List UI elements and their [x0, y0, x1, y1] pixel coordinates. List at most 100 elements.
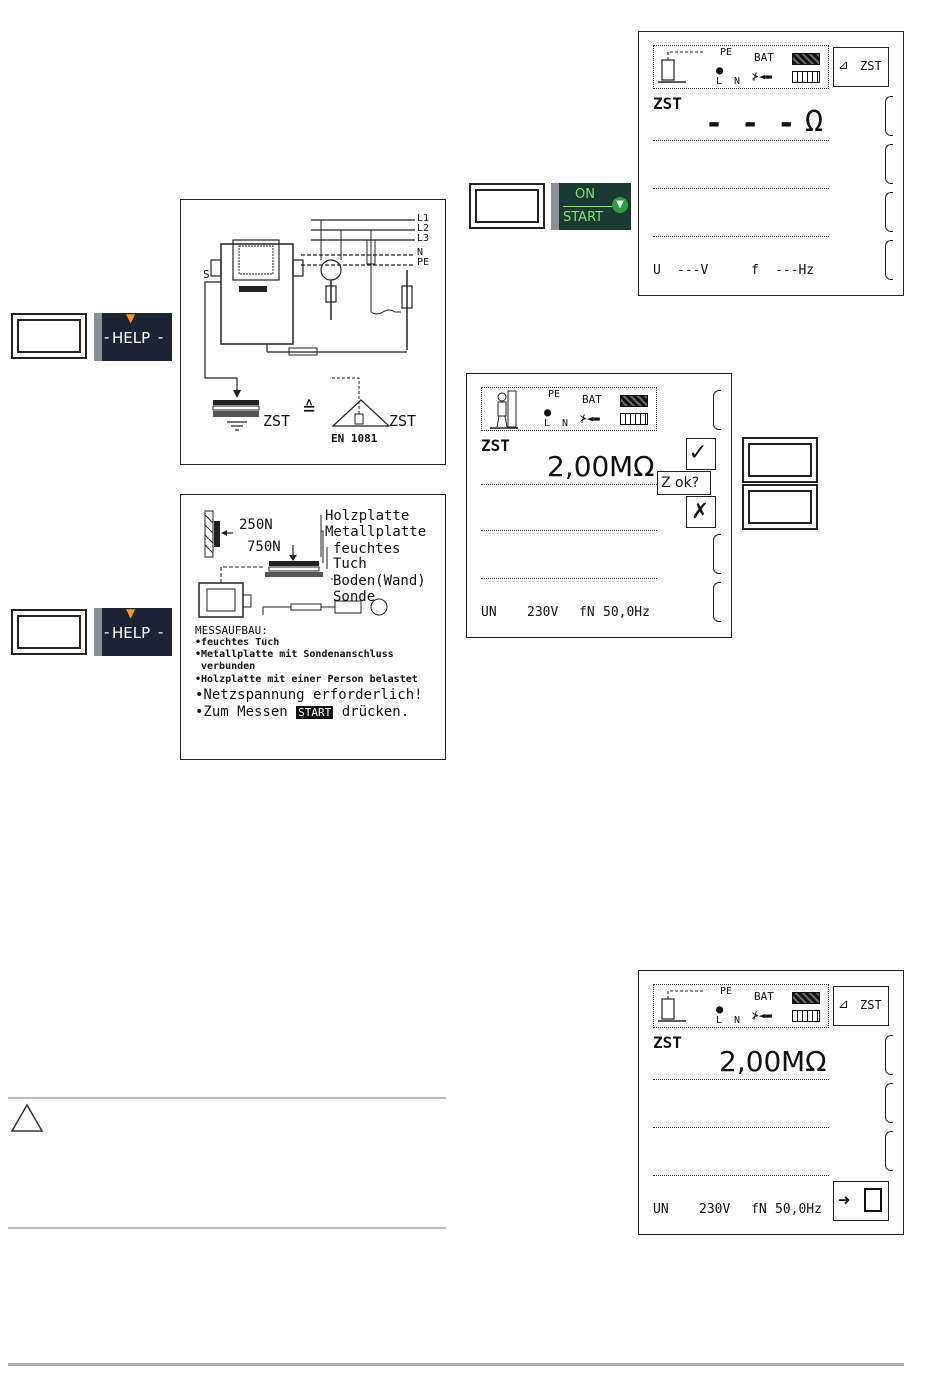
measure-value: 2,00	[719, 1045, 782, 1078]
row-divider	[653, 188, 829, 189]
status-un: UN	[481, 605, 497, 620]
person-icon	[490, 390, 518, 429]
row-divider	[653, 1175, 829, 1176]
confirm-check-button[interactable]: ✓	[686, 437, 716, 470]
norm-label: EN 1081	[331, 432, 378, 445]
softkey-help-1[interactable]	[11, 313, 87, 359]
softkey-bracket[interactable]	[885, 96, 893, 136]
measure-label: ZST	[653, 94, 682, 113]
status-un: UN	[653, 1202, 669, 1217]
softkey-bracket[interactable]	[885, 1083, 893, 1123]
line-label-l1: L1	[417, 213, 430, 224]
icon-bat: BAT	[754, 990, 774, 1003]
help-button-2[interactable]: ▼ HELP - -	[94, 606, 172, 656]
memory-icon	[792, 71, 820, 83]
reject-x-button[interactable]: ✗	[686, 495, 716, 528]
line-label-l3: L3	[417, 233, 430, 244]
setup-instructions: MESSAUFBAU: •feuchtes Tuch •Metallplatte…	[195, 624, 441, 721]
softkey-zst[interactable]: ⊿ ZST	[833, 47, 889, 87]
softkey-bracket[interactable]	[885, 240, 893, 280]
help-arrow-icon: ▼	[126, 311, 136, 325]
button-strip	[94, 313, 102, 361]
memory-icon	[620, 413, 648, 425]
warning-rule-top	[8, 1097, 446, 1099]
help-dash-left: -	[104, 328, 110, 346]
softkey-start[interactable]	[469, 183, 545, 229]
softkey-bracket[interactable]	[885, 144, 893, 184]
help-button-1[interactable]: ▼ HELP - -	[94, 311, 172, 361]
icon-pe: PE	[720, 986, 733, 997]
lcd-screen-confirm: PE L N ● BAT ⊁◄▬ ZST 2,00 MΩ UN 230V fN …	[466, 373, 732, 638]
status-fn: fN	[579, 605, 595, 620]
battery-icon	[792, 992, 820, 1004]
status-f-value: ---Hz	[775, 263, 815, 278]
line-labels: L1 L2 L3 N PE	[417, 214, 429, 268]
save-button[interactable]: ➜	[833, 1181, 889, 1221]
lcd-screen-result: PE L N ● BAT ⊁◄▬ ⊿ ZST ZST 2,00 MΩ UN 23…	[638, 970, 904, 1235]
softkey-bracket[interactable]	[885, 1035, 893, 1075]
setup-mains-note: •Netzspannung erforderlich!	[195, 687, 423, 703]
softkey-reject[interactable]	[742, 484, 818, 530]
setup-start-note: •Zum Messen START drücken.	[195, 704, 441, 721]
icon-pe: PE	[720, 47, 733, 58]
zst-left-label: ZST	[263, 412, 291, 430]
button-strip	[551, 183, 559, 230]
softkey-zst-label: ZST	[860, 998, 882, 1012]
status-fn-value: 50,0Hz	[603, 605, 650, 620]
help-label: HELP	[112, 624, 151, 642]
softkey-zst[interactable]: ⊿ ZST	[833, 986, 889, 1026]
icon-bat: BAT	[754, 51, 774, 64]
equivalent-symbol: ≙	[303, 396, 316, 420]
softkey-bracket[interactable]	[713, 582, 721, 622]
label-boden: Boden(Wand)	[333, 573, 426, 589]
connection-diagram-svg	[204, 219, 415, 431]
icon-n: N	[562, 418, 569, 429]
status-fn-value: 50,0Hz	[775, 1202, 822, 1217]
status-icons: PE L N ● BAT ⊁◄▬	[481, 387, 657, 431]
force-top-label: 250N	[239, 517, 273, 533]
measure-label: ZST	[653, 1033, 682, 1052]
line-label-n: N	[417, 247, 424, 258]
start-button[interactable]: ON START ▼	[551, 183, 631, 230]
measure-unit: Ω	[805, 104, 824, 139]
start-note-pre: •Zum Messen	[195, 704, 288, 720]
line-label-pe: PE	[417, 257, 430, 268]
icon-l: L	[716, 1015, 723, 1026]
status-f: f	[751, 263, 759, 278]
softkey-bracket[interactable]	[713, 390, 721, 430]
help-dash-right: -	[158, 328, 164, 346]
setup-diagram-svg	[198, 510, 388, 618]
label-feuchtes: feuchtes	[333, 541, 401, 557]
icon-l: L	[544, 418, 551, 429]
measure-label: ZST	[481, 436, 510, 455]
setup-step-1: •feuchtes Tuch	[195, 637, 280, 648]
diode-icon: ⊁◄▬	[752, 70, 772, 83]
row-divider	[653, 140, 829, 141]
row-divider	[653, 1079, 829, 1080]
icon-bat: BAT	[582, 393, 602, 406]
softkey-bracket[interactable]	[885, 192, 893, 232]
help-arrow-icon: ▼	[126, 606, 136, 620]
status-icons: PE L N ● BAT ⊁◄▬	[653, 45, 829, 89]
icon-n: N	[734, 76, 741, 87]
softkey-bracket[interactable]	[885, 1131, 893, 1171]
status-icons: PE L N ● BAT ⊁◄▬	[653, 984, 829, 1028]
setup-step-2b: verbunden	[201, 661, 256, 672]
start-note-post: drücken.	[341, 704, 410, 720]
softkey-help-2[interactable]	[11, 609, 87, 655]
diode-icon: ⊁◄▬	[580, 412, 600, 425]
softkey-bracket[interactable]	[713, 534, 721, 574]
measure-unit: MΩ	[609, 450, 655, 483]
measure-unit: MΩ	[781, 1045, 827, 1078]
help-dash-left: -	[104, 623, 110, 641]
diode-icon: ⊁◄▬	[752, 1009, 772, 1022]
save-arrow-icon: ➜	[838, 1188, 851, 1212]
battery-icon	[792, 53, 820, 65]
probe-label: S	[203, 268, 210, 281]
lcd-screen-initial: PE L N ● BAT ⊁◄▬ ⊿ ZST ZST - - - Ω U ---…	[638, 31, 904, 296]
battery-icon	[620, 395, 648, 407]
softkey-confirm[interactable]	[742, 437, 818, 483]
status-un-value: 230V	[699, 1202, 731, 1217]
start-arrow-icon: ▼	[612, 197, 628, 213]
start-label: START	[563, 210, 604, 225]
